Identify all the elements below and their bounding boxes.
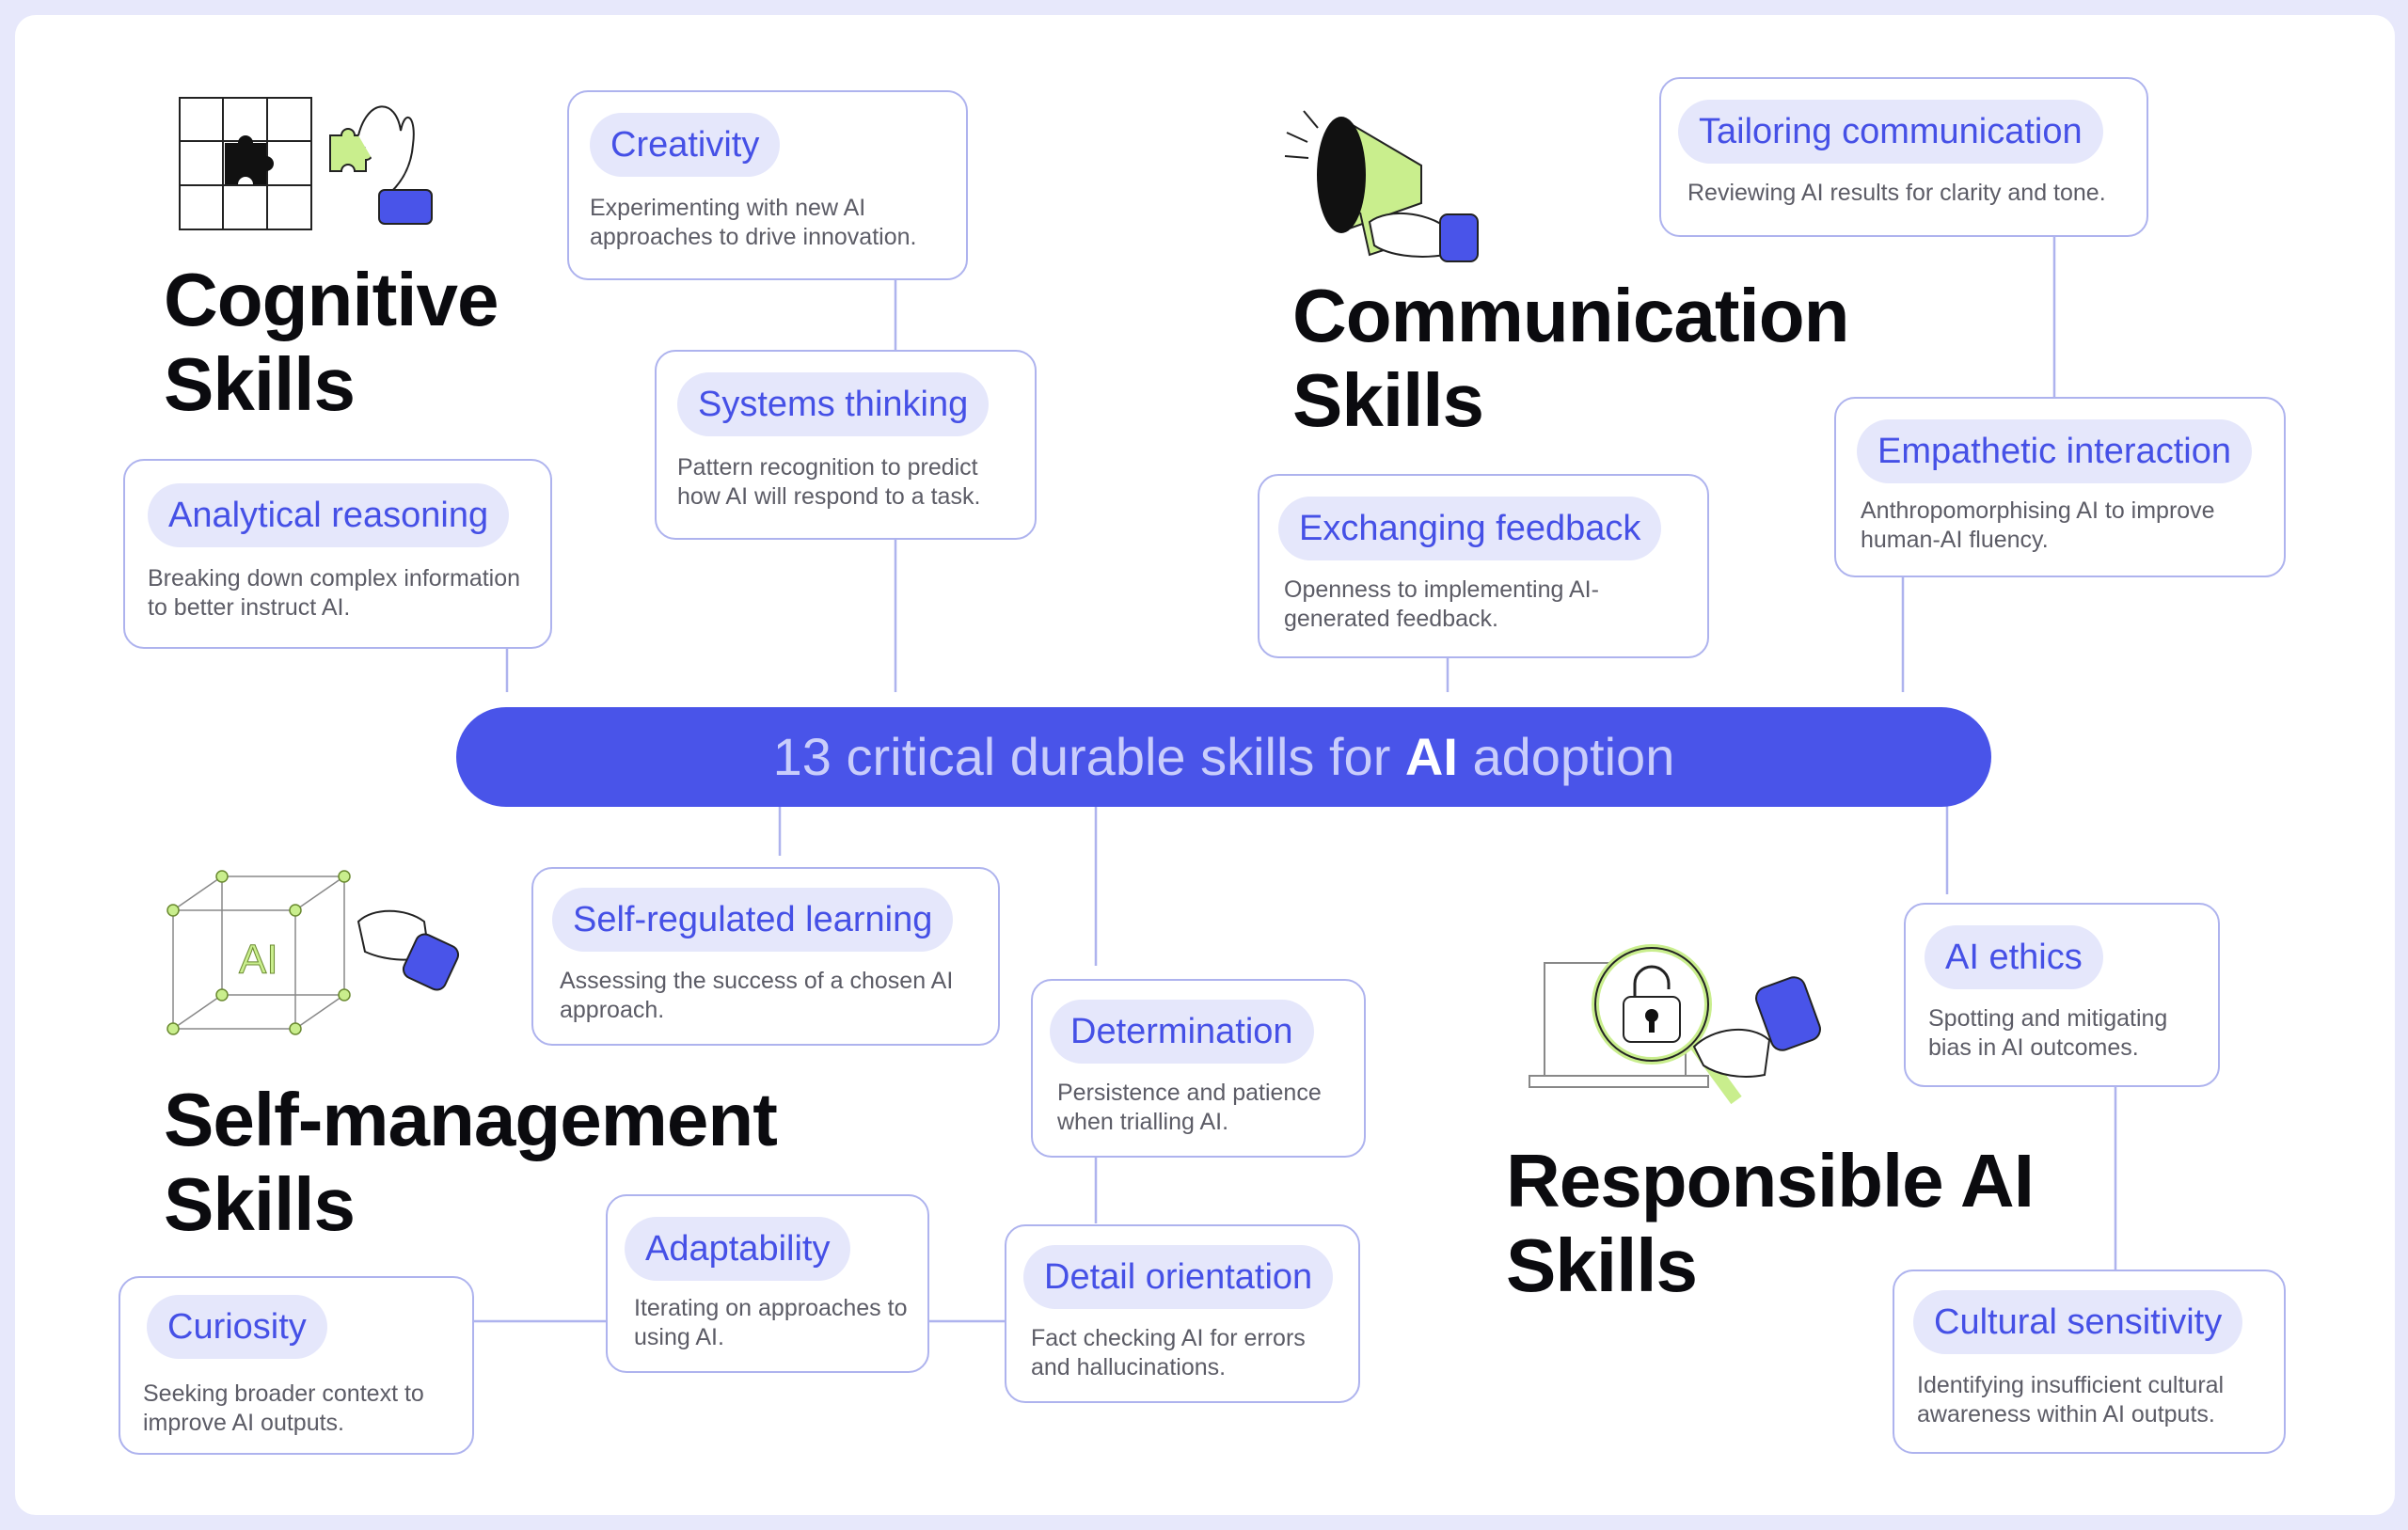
skill-description: Pattern recognition to predict how AI wi… (677, 454, 981, 510)
skill-description: Openness to implementing AI-generated fe… (1284, 576, 1599, 632)
skill-card-exchanging-feedback: Exchanging feedback Openness to implemen… (1258, 474, 1709, 658)
skill-description: Iterating on approaches to using AI. (634, 1295, 908, 1350)
category-title-responsible-ai: Responsible AI Skills (1506, 1139, 2035, 1308)
skill-description: Fact checking AI for errors and hallucin… (1031, 1325, 1306, 1380)
skill-card-determination: Determination Persistence and patience w… (1031, 979, 1366, 1158)
skill-title: Exchanging feedback (1278, 497, 1662, 560)
skill-title: Detail orientation (1023, 1245, 1334, 1309)
connector-lines (472, 235, 2117, 1323)
skill-card-analytical-reasoning: Analytical reasoning Breaking down compl… (123, 459, 552, 649)
category-title-line: Responsible AI (1506, 1139, 2035, 1222)
skill-card-self-regulated-learning: Self-regulated learning Assessing the su… (531, 867, 1000, 1046)
skill-card-creativity: Creativity Experimenting with new AI app… (567, 90, 968, 280)
skill-card-ai-ethics: AI ethics Spotting and mitigating bias i… (1904, 903, 2220, 1087)
skill-title: Tailoring communication (1678, 100, 2103, 164)
skill-card-detail-orientation: Detail orientation Fact checking AI for … (1005, 1224, 1360, 1403)
skill-description: Assessing the success of a chosen AI app… (560, 968, 954, 1023)
skill-description: Persistence and patience when trialling … (1057, 1080, 1322, 1135)
category-title-line: Skills (164, 1162, 356, 1246)
skill-title: Creativity (590, 113, 781, 177)
banner-text: 13 critical durable skills for (772, 727, 1405, 786)
megaphone-hand-icon (1284, 110, 1479, 262)
skill-description: Breaking down complex information to bet… (148, 565, 521, 621)
category-title-cognitive: Cognitive Skills (164, 258, 499, 427)
category-title-line: Skills (1292, 358, 1484, 442)
skill-title: Curiosity (147, 1295, 327, 1359)
skill-description: Reviewing AI results for clarity and ton… (1687, 180, 2106, 206)
skill-card-tailoring-communication: Tailoring communication Reviewing AI res… (1659, 77, 2148, 237)
skill-title: Systems thinking (677, 372, 990, 436)
svg-text:AI: AI (239, 937, 278, 983)
skill-card-empathetic-interaction: Empathetic interaction Anthropomorphisin… (1834, 397, 2286, 577)
skill-title: Determination (1050, 1000, 1314, 1064)
skill-title: Self-regulated learning (552, 888, 954, 952)
category-title-self-management: Self-management Skills (164, 1078, 778, 1247)
banner-text-end: adoption (1457, 727, 1675, 786)
skill-description: Seeking broader context to improve AI ou… (143, 1380, 424, 1436)
skill-title: Analytical reasoning (148, 483, 510, 547)
banner-highlight: AI (1404, 727, 1458, 786)
puzzle-hand-icon (179, 97, 433, 230)
skill-card-cultural-sensitivity: Cultural sensitivity Identifying insuffi… (1893, 1270, 2286, 1454)
skill-description: Anthropomorphising AI to improve human-A… (1861, 497, 2215, 553)
laptop-lock-magnifier-icon (1529, 944, 1821, 1105)
category-title-line: Cognitive (164, 258, 499, 341)
skill-card-systems-thinking: Systems thinking Pattern recognition to … (655, 350, 1037, 540)
category-title-line: Communication (1292, 274, 1849, 357)
skill-card-curiosity: Curiosity Seeking broader context to imp… (119, 1276, 474, 1455)
skill-title: Cultural sensitivity (1913, 1290, 2243, 1354)
category-title-line: Skills (1506, 1223, 1698, 1307)
skill-title: Empathetic interaction (1857, 419, 2252, 483)
skill-description: Identifying insufficient cultural awaren… (1917, 1372, 2225, 1427)
category-title-line: Self-management (164, 1078, 778, 1161)
skill-title: Adaptability (625, 1217, 851, 1281)
ai-cube-hand-icon: AI (166, 870, 460, 1035)
skill-description: Spotting and mitigating bias in AI outco… (1928, 1005, 2168, 1061)
category-title-communication: Communication Skills (1292, 274, 1849, 443)
central-banner: 13 critical durable skills for AI adopti… (456, 707, 1991, 807)
skill-description: Experimenting with new AI approaches to … (590, 195, 917, 250)
infographic-canvas: Cognitive Skills Communication Skills Se… (15, 15, 2395, 1515)
category-title-line: Skills (164, 342, 356, 426)
skill-title: AI ethics (1925, 925, 2103, 989)
skill-card-adaptability: Adaptability Iterating on approaches to … (606, 1194, 929, 1373)
